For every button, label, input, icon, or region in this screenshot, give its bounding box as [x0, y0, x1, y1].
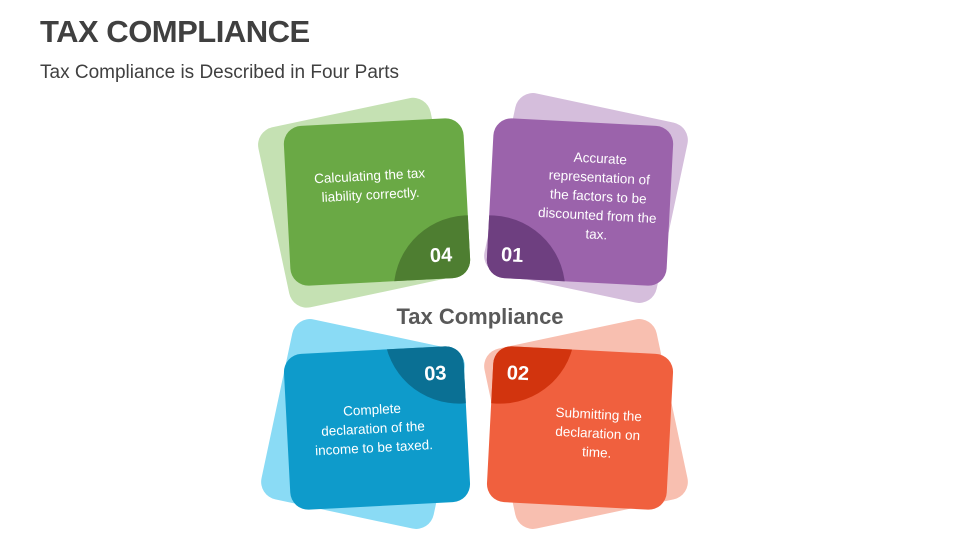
part-03-number: 03	[423, 362, 448, 386]
part-04-number: 04	[429, 244, 453, 268]
part-04-front-shape: 04 Calculating the tax liability correct…	[282, 117, 472, 287]
slide-subtitle: Tax Compliance is Described in Four Part…	[40, 62, 400, 83]
part-01-card: 01 Accurate representation of the factor…	[480, 89, 692, 307]
part-03-text: Complete declaration of the income to be…	[314, 400, 434, 459]
part-01-number: 01	[500, 243, 524, 268]
part-02-corner	[486, 345, 579, 408]
part-02-number: 02	[506, 362, 530, 386]
part-02-card: 02 Submitting the declaration on time.	[480, 315, 692, 533]
part-03-card: 03 Complete declaration of the income to…	[257, 315, 471, 533]
part-03-front-shape: 03 Complete declaration of the income to…	[283, 345, 471, 511]
part-04-text: Calculating the tax liability correctly.	[313, 165, 426, 205]
part-02-front-shape: 02 Submitting the declaration on time.	[486, 345, 674, 511]
center-label: Tax Compliance	[396, 304, 564, 329]
slide-title: TAX COMPLIANCE	[40, 14, 310, 49]
part-01-text: Accurate representation of the factors t…	[537, 149, 657, 243]
part-02-text: Submitting the declaration on time.	[554, 404, 643, 461]
part-04-card: 04 Calculating the tax liability correct…	[254, 94, 472, 312]
part-01-front-shape: 01 Accurate representation of the factor…	[485, 117, 675, 287]
